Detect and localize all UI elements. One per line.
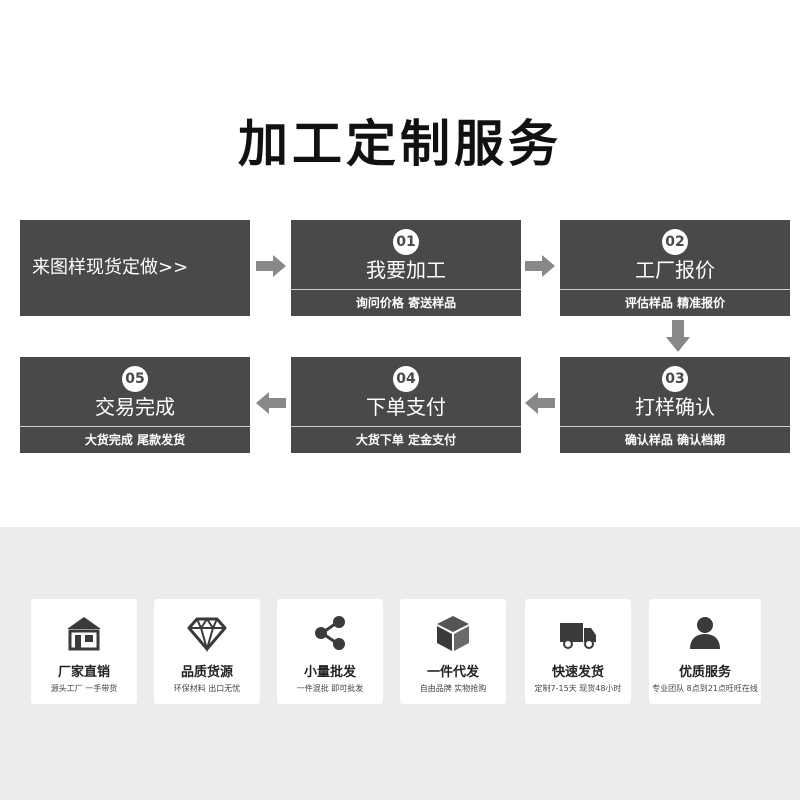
arrow-left-icon [256,392,286,414]
step-name: 我要加工 [366,258,446,282]
diamond-icon [187,617,227,653]
arrow-right-icon [256,255,286,277]
step-subtext: 大货完成 尾款发货 [84,433,186,447]
feature-card-factory: 厂家直销 源头工厂 一手带货 [31,599,137,704]
step-divider [560,289,790,290]
step-divider [560,426,790,427]
feature-title: 厂家直销 [57,665,110,680]
step-name: 交易完成 [95,395,175,419]
arrow-right-icon [525,255,555,277]
step-start-label: 来图样现货定做>> [32,257,189,278]
step-divider [291,426,521,427]
step-subtext: 评估样品 精准报价 [624,296,726,310]
feature-card-quality: 品质货源 环保材料 出口无忧 [154,599,260,704]
step-name: 工厂报价 [635,258,715,282]
step-number-badge: 03 [662,366,688,392]
share-icon [315,616,345,650]
step-name: 打样确认 [635,395,715,419]
feature-subtitle: 自由品牌 实物抢购 [419,684,487,693]
feature-card-wholesale: 小量批发 一件混批 即可批发 [277,599,383,704]
arrow-left-icon [525,392,555,414]
step-name: 下单支付 [366,395,446,419]
feature-title: 品质货源 [180,665,233,680]
person-icon [690,617,720,649]
step-divider [291,289,521,290]
feature-card-shipping: 快速发货 定制7-15天 现货48小时 [525,599,631,704]
step-number-badge: 04 [393,366,419,392]
feature-title: 小量批发 [303,665,356,680]
arrow-down-icon [666,320,690,352]
feature-card-dropship: 一件代发 自由品牌 实物抢购 [400,599,506,704]
feature-title: 优质服务 [678,665,731,680]
feature-title: 一件代发 [426,665,479,680]
feature-subtitle: 一件混批 即可批发 [296,684,364,693]
feature-subtitle: 源头工厂 一手带货 [50,684,118,693]
feature-subtitle: 定制7-15天 现货48小时 [534,684,622,693]
step-number-badge: 01 [393,229,419,255]
step-subtext: 大货下单 定金支付 [355,433,457,447]
feature-subtitle: 专业团队 8点到21点旺旺在线 [652,684,758,693]
step-subtext: 询问价格 寄送样品 [355,296,457,310]
step-04-box: 04 下单支付 大货下单 定金支付 [291,357,521,453]
truck-icon [560,623,596,649]
step-01-box: 01 我要加工 询问价格 寄送样品 [291,220,521,316]
feature-subtitle: 环保材料 出口无忧 [173,684,241,693]
step-05-box: 05 交易完成 大货完成 尾款发货 [20,357,250,453]
step-subtext: 确认样品 确认档期 [624,433,726,447]
step-divider [20,426,250,427]
box-icon [437,616,469,651]
step-02-box: 02 工厂报价 评估样品 精准报价 [560,220,790,316]
step-start-box: 来图样现货定做>> [20,220,250,316]
page-title: 加工定制服务 [238,115,562,173]
step-03-box: 03 打样确认 确认样品 确认档期 [560,357,790,453]
feature-card-service: 优质服务 专业团队 8点到21点旺旺在线 [649,599,761,704]
step-number-badge: 02 [662,229,688,255]
factory-icon [67,617,101,651]
feature-title: 快速发货 [551,665,604,680]
step-number-badge: 05 [122,366,148,392]
